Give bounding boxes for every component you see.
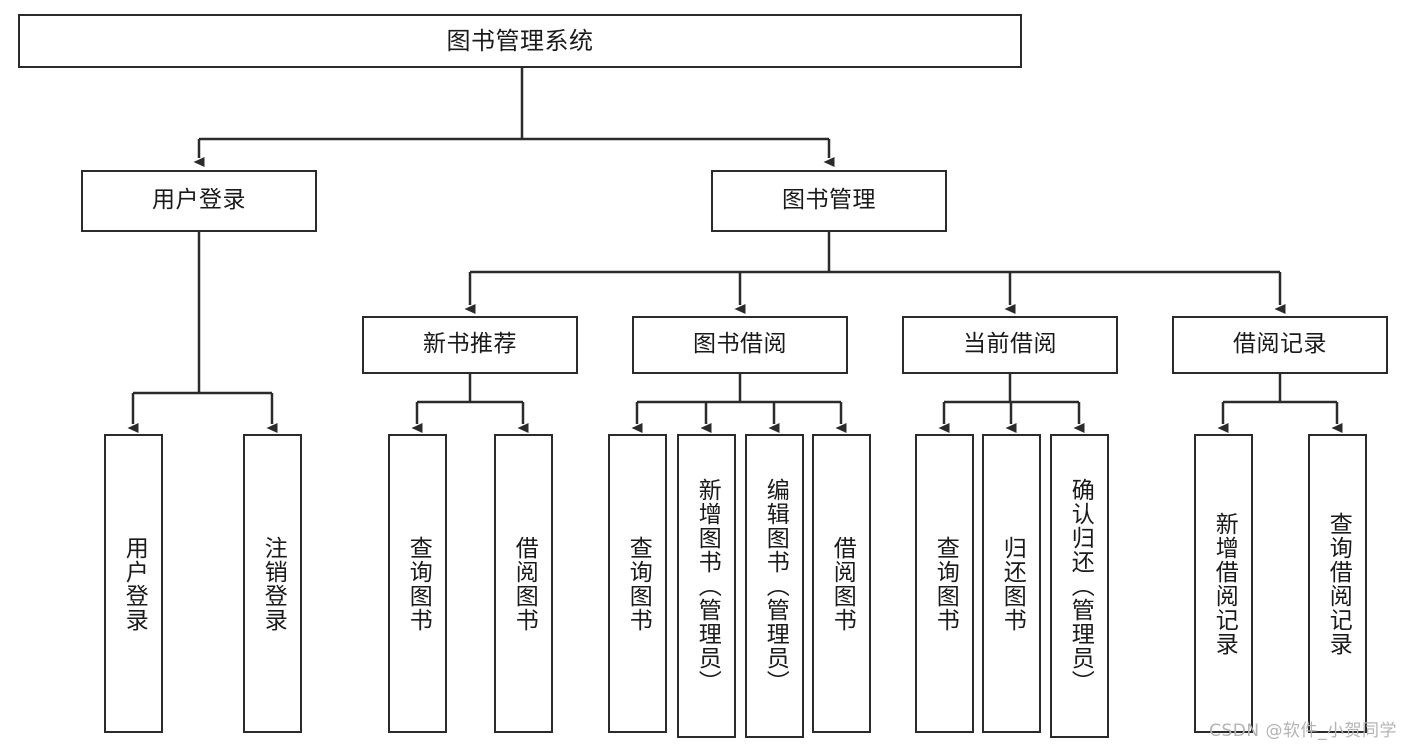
node-label: 注销登录 xyxy=(260,535,287,632)
node-new-book-recommend[interactable]: 新书推荐 xyxy=(362,316,578,374)
node-label: 图书借阅 xyxy=(693,331,787,358)
node-leaf-return-book[interactable]: 归还图书 xyxy=(982,434,1041,733)
node-label: 新增借阅记录 xyxy=(1211,511,1238,656)
node-leaf-user-login[interactable]: 用户登录 xyxy=(104,434,163,733)
node-label: 查询图书 xyxy=(932,535,959,632)
node-leaf-query-borrow-record[interactable]: 查询借阅记录 xyxy=(1308,434,1367,733)
node-label: 借阅图书 xyxy=(829,535,856,632)
node-leaf-query-book-recommend[interactable]: 查询图书 xyxy=(388,434,447,733)
node-leaf-borrow-book-recommend[interactable]: 借阅图书 xyxy=(494,434,553,733)
node-label: 查询图书 xyxy=(625,535,652,632)
node-label: 新书推荐 xyxy=(423,331,517,358)
node-leaf-add-borrow-record[interactable]: 新增借阅记录 xyxy=(1194,434,1253,733)
node-label: 新增图书（管理员） xyxy=(694,478,721,694)
node-label: 用户登录 xyxy=(152,187,246,214)
node-label: 查询图书 xyxy=(405,535,432,632)
node-leaf-logout[interactable]: 注销登录 xyxy=(243,434,302,733)
node-label: 归还图书 xyxy=(999,535,1026,632)
node-label: 确认归还（管理员） xyxy=(1067,478,1094,694)
node-leaf-query-book-current[interactable]: 查询图书 xyxy=(915,434,974,733)
node-borrow-record[interactable]: 借阅记录 xyxy=(1172,316,1388,374)
node-leaf-add-book-admin[interactable]: 新增图书（管理员） xyxy=(677,434,736,738)
node-label: 图书管理 xyxy=(782,187,876,214)
node-label: 查询借阅记录 xyxy=(1325,511,1352,656)
node-label: 借阅记录 xyxy=(1233,331,1327,358)
node-book-management[interactable]: 图书管理 xyxy=(711,170,947,232)
node-leaf-borrow-book[interactable]: 借阅图书 xyxy=(812,434,871,733)
node-leaf-confirm-return-admin[interactable]: 确认归还（管理员） xyxy=(1050,434,1109,738)
node-leaf-edit-book-admin[interactable]: 编辑图书（管理员） xyxy=(745,434,804,738)
node-label: 图书管理系统 xyxy=(446,26,594,55)
node-current-borrow[interactable]: 当前借阅 xyxy=(902,316,1118,374)
node-label: 编辑图书（管理员） xyxy=(762,478,789,694)
node-label: 借阅图书 xyxy=(511,535,538,632)
watermark: CSDN @软件_小贺同学 xyxy=(1209,721,1397,741)
node-user-login[interactable]: 用户登录 xyxy=(81,170,317,232)
node-label: 当前借阅 xyxy=(963,331,1057,358)
node-book-borrow[interactable]: 图书借阅 xyxy=(632,316,848,374)
node-root-system[interactable]: 图书管理系统 xyxy=(18,14,1022,68)
node-label: 用户登录 xyxy=(121,535,148,632)
node-leaf-query-book-borrow[interactable]: 查询图书 xyxy=(608,434,667,733)
